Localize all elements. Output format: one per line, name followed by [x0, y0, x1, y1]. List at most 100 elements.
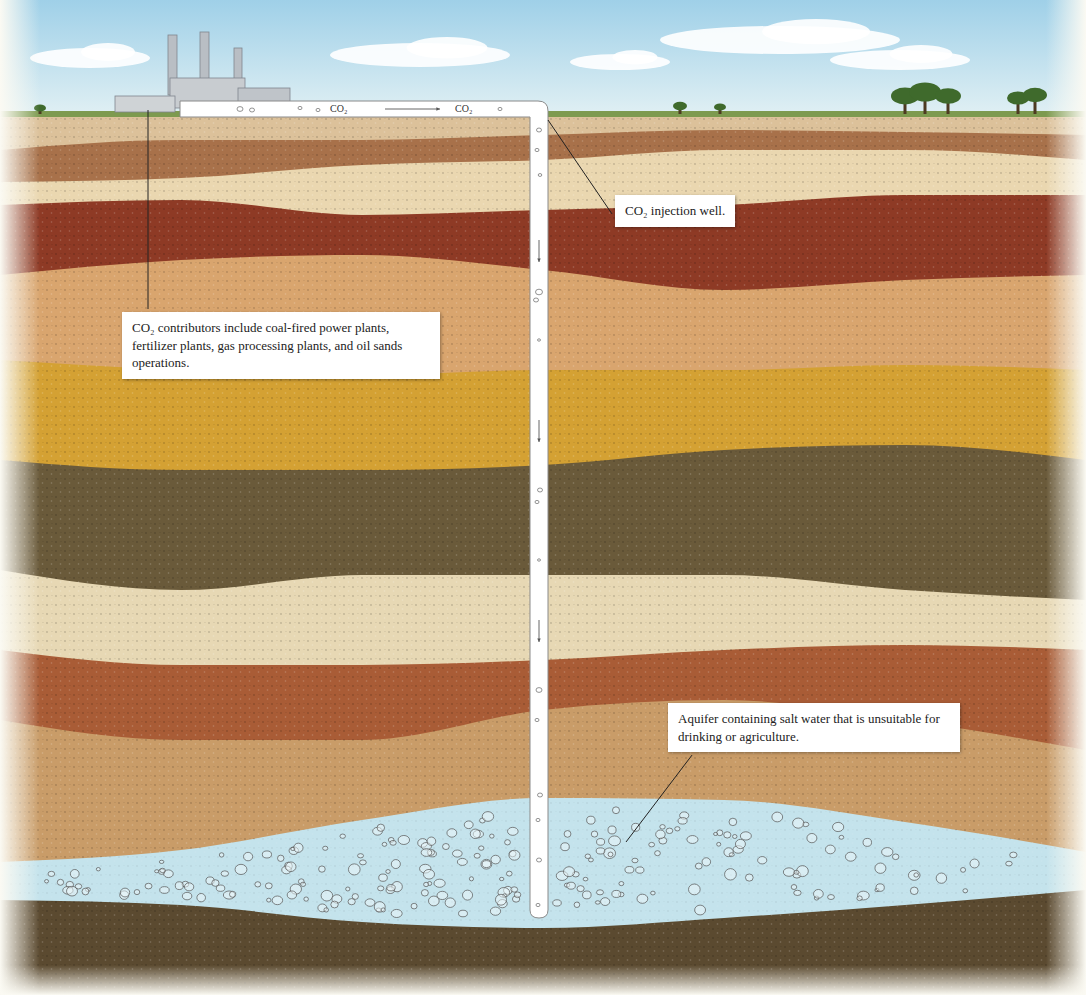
co2-bubble — [511, 887, 518, 892]
co2-bubble — [479, 846, 484, 850]
co2-bubble — [745, 874, 753, 881]
co2-bubble — [386, 870, 390, 874]
co2-bubble — [563, 867, 574, 877]
co2-bubble — [936, 873, 946, 883]
co2-bubble — [160, 887, 169, 894]
co2-bubble — [714, 832, 718, 835]
co2-bubble — [729, 853, 734, 857]
co2-bubble — [421, 849, 432, 857]
co2-bubble — [286, 862, 296, 872]
co2-bubble — [360, 860, 367, 865]
co2-bubble — [331, 901, 338, 908]
co2-bubble — [758, 857, 767, 864]
co2-bubble — [604, 848, 616, 859]
co2-bubble — [272, 896, 282, 905]
edge-fade — [0, 965, 1086, 995]
co2-bubble — [733, 835, 737, 839]
co2-bubble — [70, 869, 79, 878]
co2-bubble — [553, 900, 562, 906]
co2-bubble — [595, 901, 600, 904]
co2-bubble — [724, 832, 731, 838]
cloud — [407, 37, 488, 59]
co2-bubble — [655, 851, 661, 856]
co2-bubble — [688, 884, 700, 895]
co2-bubble — [499, 877, 503, 880]
co2-bubble — [423, 869, 434, 879]
co2-bubble — [197, 893, 206, 901]
co2-bubble — [445, 898, 455, 908]
co2-bubble — [609, 836, 621, 846]
cloud — [613, 50, 658, 64]
tree-crown — [1023, 88, 1047, 102]
co2-bubble — [212, 880, 219, 887]
co2-bubble — [348, 864, 360, 875]
co2-bubble — [505, 840, 511, 845]
co2-bubble — [536, 289, 543, 295]
co2-bubble — [814, 889, 824, 898]
co2-bubble — [876, 884, 884, 892]
co2-bubble — [735, 839, 745, 848]
tree-crown — [935, 88, 961, 104]
co2-bubble — [229, 891, 235, 897]
co2-bubble — [772, 812, 783, 822]
co2-bubble — [378, 886, 384, 891]
co2-bubble — [1010, 852, 1017, 858]
co2-bubble — [474, 853, 480, 858]
co2-bubble — [637, 894, 648, 903]
co2-bubble — [120, 888, 129, 897]
co2-bubble — [160, 868, 166, 872]
co2-bubble — [839, 835, 844, 839]
co2-bubble — [250, 108, 255, 112]
co2-bubble — [434, 879, 445, 887]
callout-box: CO₂ injection well. — [615, 195, 735, 227]
flow-arrowhead — [537, 638, 540, 642]
co2-bubble — [608, 826, 616, 834]
co2-bubble — [535, 148, 539, 151]
co2-bubble — [702, 858, 711, 866]
co2-bubble — [845, 852, 856, 861]
co2-bubble — [625, 866, 634, 873]
leader-line — [548, 120, 612, 214]
co2-bubble — [695, 863, 702, 869]
tree-crown — [673, 102, 687, 110]
co2-bubble — [535, 718, 539, 721]
co2-bubble — [536, 688, 542, 693]
power-plant — [115, 32, 290, 112]
co2-bubble — [536, 818, 540, 821]
co2-bubble — [459, 910, 468, 917]
co2-bubble — [498, 107, 502, 110]
co2-bubble — [538, 488, 543, 492]
co2-bubble — [537, 128, 542, 132]
co2-bubble — [740, 832, 751, 840]
co2-bubble — [963, 889, 968, 893]
co2-bubble — [729, 818, 737, 825]
co2-bubble — [390, 840, 396, 845]
pipe-outline — [180, 101, 548, 918]
co2-bubble — [675, 827, 680, 831]
co2-bubble — [970, 859, 979, 868]
co2-bubble — [649, 842, 655, 847]
co2-bubble — [294, 843, 303, 852]
co2-bubble — [656, 830, 666, 839]
co2-bubble — [45, 880, 49, 883]
co2-bubble — [612, 807, 619, 814]
co2-bubble — [352, 894, 358, 900]
pipe-label: CO₂ — [330, 103, 347, 115]
co2-bubble — [159, 860, 164, 863]
co2-bubble — [145, 883, 152, 889]
flow-arrowhead — [537, 438, 540, 442]
co2-bubble — [82, 888, 89, 895]
co2-bubble — [538, 339, 541, 341]
co2-bubble — [910, 887, 918, 894]
co2-bubble — [687, 836, 698, 844]
co2-bubble — [678, 818, 687, 825]
co2-bubble — [175, 882, 183, 890]
co2-bubble — [321, 890, 333, 901]
co2-bubble — [601, 898, 610, 906]
co2-bubble — [287, 891, 296, 899]
co2-bubble — [490, 907, 500, 915]
co2-bubble — [632, 858, 638, 863]
co2-bubble — [537, 858, 542, 862]
co2-bubble — [365, 899, 375, 907]
